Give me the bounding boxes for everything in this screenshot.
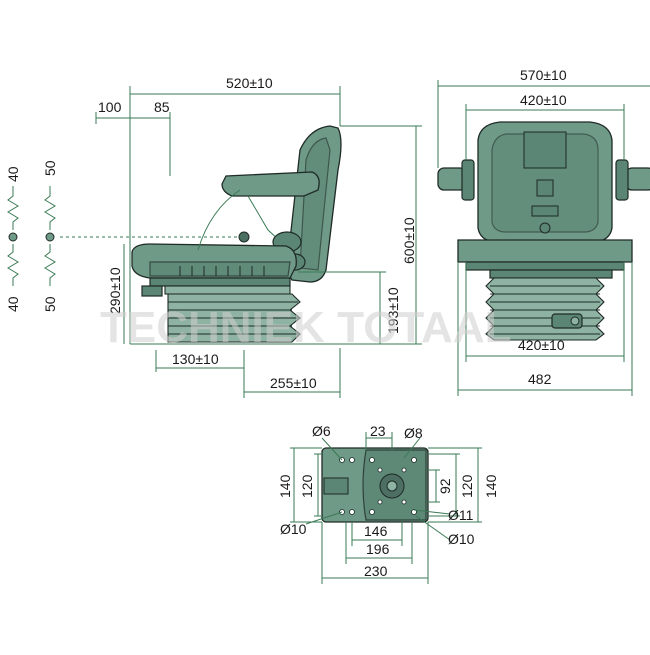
dim-front-seat-width: 420±10 xyxy=(518,337,565,353)
dim-offset-b: 85 xyxy=(154,99,170,115)
watermark: TECHNIEK TOTAAL xyxy=(100,303,511,352)
dim-hole-c: Ø10 xyxy=(280,521,307,537)
dim-base-offset: 130±10 xyxy=(172,351,219,367)
suspension-bellows xyxy=(164,285,301,343)
base-plate xyxy=(321,447,429,523)
side-view xyxy=(131,125,342,343)
dim-overall-depth: 520±10 xyxy=(226,75,273,91)
dim-offset-a: 100 xyxy=(98,99,122,115)
slide-rail xyxy=(149,277,291,287)
dim-height-92: 92 xyxy=(437,478,453,494)
front-bellows xyxy=(485,277,605,341)
scale-left-down: 40 xyxy=(5,296,21,312)
dim-spacing-top: 23 xyxy=(370,423,386,439)
dim-height-inner-right: 120 xyxy=(459,474,475,498)
adjust-scale-left xyxy=(7,186,19,286)
scale-right-up: 50 xyxy=(42,160,58,176)
dim-hole-d: Ø11 xyxy=(448,507,474,523)
dim-height-outer-left: 140 xyxy=(277,474,293,498)
front-view xyxy=(437,121,650,341)
scale-left-up: 40 xyxy=(5,166,21,182)
scale-right-down: 50 xyxy=(42,296,58,312)
dim-front-overall-width: 570±10 xyxy=(520,67,567,83)
dim-height-outer-right: 140 xyxy=(483,474,499,498)
dim-hole-a: Ø6 xyxy=(312,423,331,439)
dim-hole-e: Ø10 xyxy=(448,531,475,547)
front-armrest-right xyxy=(625,167,650,191)
dim-base-height: 193±10 xyxy=(385,287,401,334)
dim-width-146: 146 xyxy=(364,523,388,539)
dim-front-back-width: 420±10 xyxy=(520,92,567,108)
front-seat-cushion xyxy=(457,239,633,263)
dim-height-inner-left: 120 xyxy=(299,474,315,498)
dim-hole-b: Ø8 xyxy=(404,425,423,441)
dim-width-230: 230 xyxy=(364,563,388,579)
dim-seat-height: 290±10 xyxy=(107,267,123,314)
dim-front-base-width: 482 xyxy=(528,371,552,387)
dim-base-depth: 255±10 xyxy=(270,375,317,391)
adjust-scale-right xyxy=(44,186,56,286)
dim-height-total: 600±10 xyxy=(401,217,417,264)
armrest xyxy=(221,171,320,197)
dim-width-196: 196 xyxy=(366,541,390,557)
